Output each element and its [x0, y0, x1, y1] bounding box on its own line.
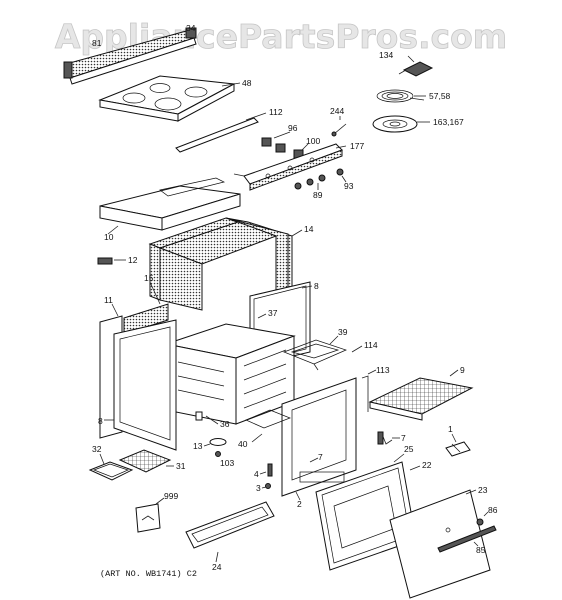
- part-37-oven-liner: [164, 323, 296, 425]
- label-999: 999: [164, 491, 178, 501]
- label-24: 24: [212, 562, 222, 572]
- label-7b: 7: [318, 452, 323, 462]
- label-112: 112: [269, 107, 283, 117]
- label-89: 89: [313, 190, 323, 200]
- part-9-oven-rack: [368, 377, 474, 421]
- part-86-handle-end-cap: [476, 518, 484, 526]
- label-48: 48: [242, 78, 252, 88]
- label-8b: 8: [98, 416, 103, 426]
- label-25: 25: [404, 444, 414, 454]
- part-31-broiler-grid: [118, 449, 172, 473]
- label-86: 86: [488, 505, 498, 515]
- part-10-bottom-tray: [99, 177, 241, 231]
- part-24-drawer-front: [185, 501, 275, 549]
- part-999-literature: [135, 503, 161, 533]
- part-89-knobs: [294, 174, 326, 190]
- label-4: 4: [254, 469, 259, 479]
- label-113: 113: [376, 365, 390, 375]
- label-31: 31: [176, 461, 186, 471]
- part-103-screw: [215, 451, 221, 457]
- label-57-58: 57,58: [429, 91, 451, 101]
- label-10: 10: [104, 232, 114, 242]
- label-134: 134: [379, 50, 393, 60]
- part-40-broil-element: [245, 409, 291, 429]
- part-39-bake-element: [283, 339, 347, 371]
- part-48-cooktop: [98, 75, 236, 122]
- label-103: 103: [220, 458, 234, 468]
- part-113-front-frame: [281, 375, 369, 497]
- part-112-support-bar: [175, 117, 259, 153]
- label-36: 36: [220, 419, 230, 429]
- part-177-control-panel: [243, 143, 343, 191]
- label-3: 3: [256, 483, 261, 493]
- label-14: 14: [304, 224, 314, 234]
- label-23: 23: [478, 485, 488, 495]
- part-32-broiler-pan: [88, 461, 134, 481]
- part-13-sensor: [209, 438, 227, 446]
- part-15-insulation-side: [123, 303, 169, 335]
- label-9: 9: [460, 365, 465, 375]
- part-81-backsplash-trim: [63, 27, 197, 85]
- part-85-door-handle: [437, 525, 497, 553]
- label-93: 93: [344, 181, 354, 191]
- label-8a: 8: [314, 281, 319, 291]
- part-244-screw: [331, 123, 347, 137]
- label-114: 114: [364, 340, 378, 350]
- label-96: 96: [288, 123, 298, 133]
- label-13: 13: [193, 441, 203, 451]
- part-7-hinge-right: [377, 431, 393, 445]
- label-1: 1: [448, 424, 453, 434]
- part-163-167-drip-pan: [372, 115, 418, 133]
- part-134-terminal-block: [398, 61, 434, 77]
- label-11: 11: [104, 295, 113, 305]
- label-39: 39: [338, 327, 348, 337]
- label-15: 15: [144, 273, 154, 283]
- label-244: 244: [330, 106, 344, 116]
- label-2: 2: [297, 499, 302, 509]
- label-81: 81: [92, 38, 102, 48]
- label-22: 22: [422, 460, 432, 470]
- label-32: 32: [92, 444, 102, 454]
- label-12: 12: [128, 255, 138, 265]
- label-100: 100: [306, 136, 320, 146]
- part-3-screw: [265, 483, 271, 489]
- part-1-bracket: [445, 441, 471, 457]
- label-7a: 7: [401, 433, 406, 443]
- part-96-infinite-switch: [261, 137, 286, 153]
- label-177: 177: [350, 141, 364, 151]
- part-93-knob: [336, 168, 344, 176]
- label-85: 85: [476, 545, 486, 555]
- art-number-note: (ART NO. WB1741) C2: [100, 569, 197, 579]
- part-12-bracket: [97, 257, 113, 265]
- part-23-outer-door: [389, 489, 491, 599]
- label-34: 34: [186, 23, 196, 33]
- label-37: 37: [268, 308, 278, 318]
- part-4-latch: [267, 463, 273, 477]
- label-40: 40: [238, 439, 248, 449]
- part-57-58-surface-element: [376, 89, 425, 103]
- label-163-167: 163,167: [433, 117, 464, 127]
- part-8-front-frame-left: [113, 319, 177, 451]
